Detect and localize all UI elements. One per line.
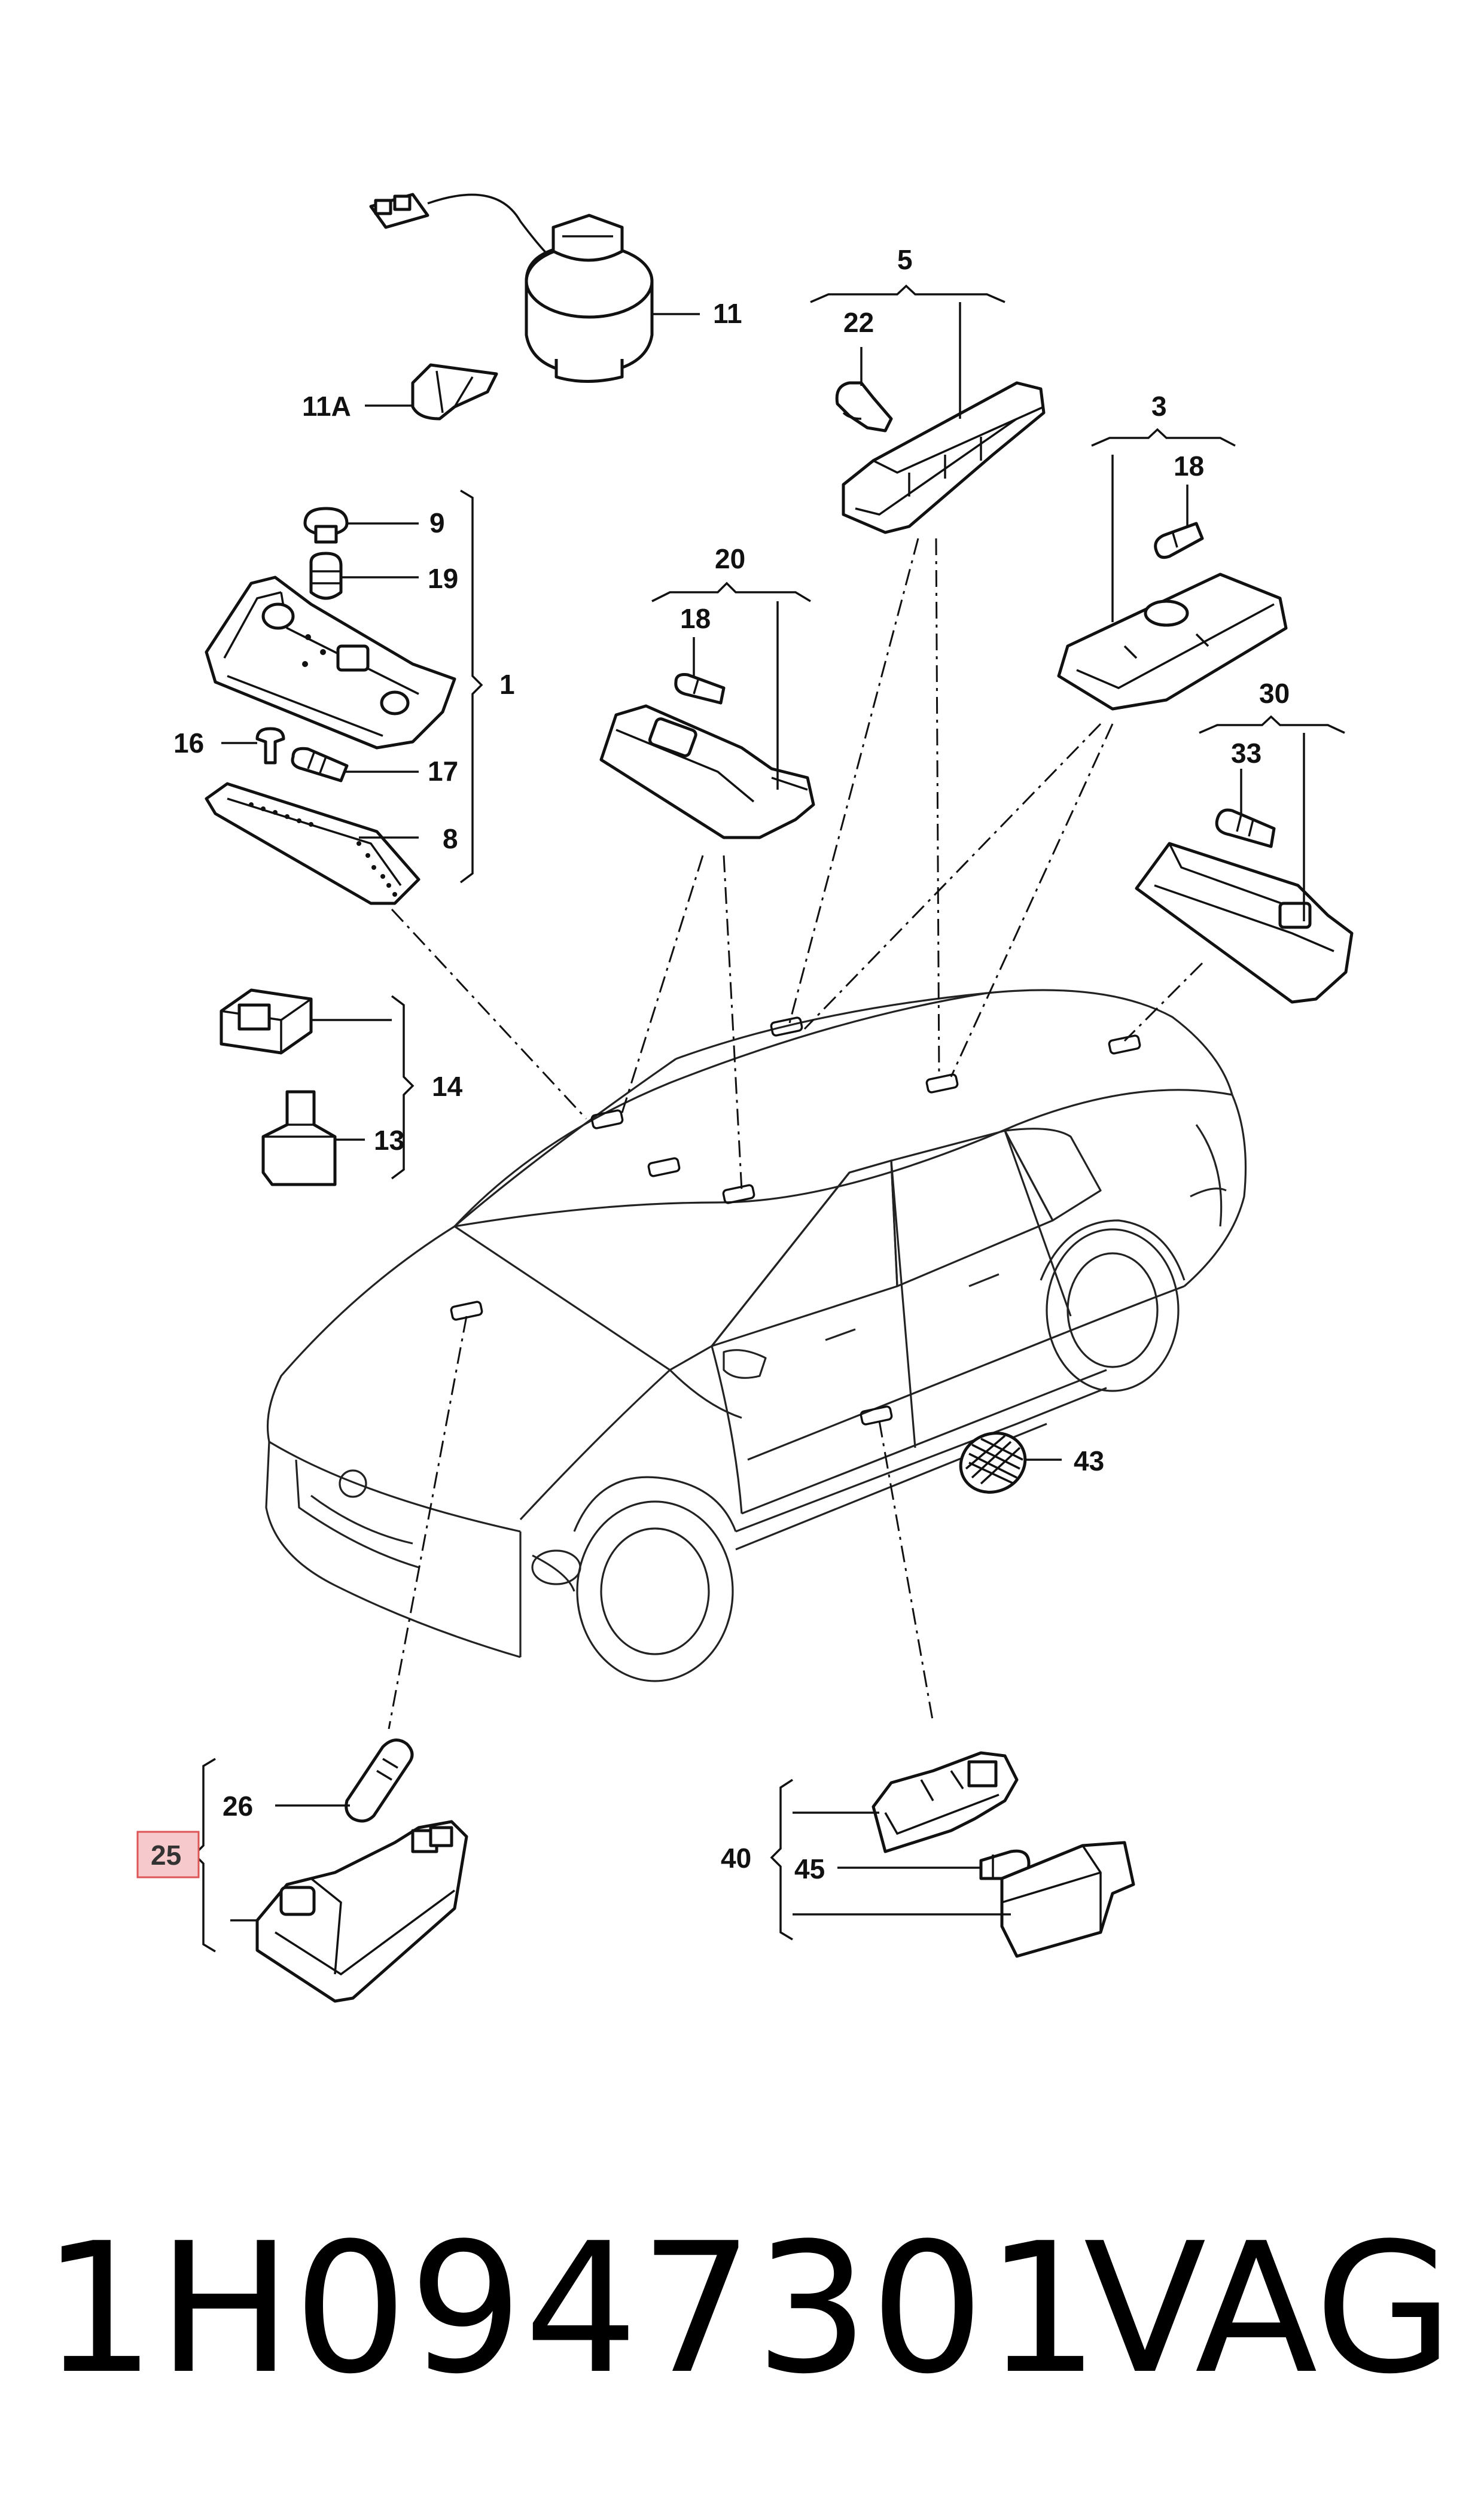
- part-1-interior-light: [205, 576, 456, 750]
- part-13-connector: [261, 1090, 337, 1186]
- callout-9: 9: [429, 507, 445, 538]
- bracket-14: [391, 995, 415, 1180]
- bracket-40: [770, 1779, 793, 1941]
- car-lamp-positions: [450, 1016, 1141, 1426]
- part-40-lamp: [871, 1751, 1019, 1853]
- callout-20: 20: [715, 543, 745, 574]
- callout-40: 40: [721, 1843, 751, 1874]
- part-14-connector: [220, 988, 313, 1055]
- bracket-1: [459, 489, 483, 884]
- bracket-20: [651, 581, 811, 602]
- part-number: 1H0947301: [42, 2205, 1101, 2413]
- part-8-lens: [205, 782, 420, 905]
- part-30-lamp: [1135, 842, 1354, 1004]
- part-11a-clip: [411, 363, 498, 421]
- footer: 1H0947301 VAG: [42, 2213, 1453, 2405]
- part-17-bulb: [291, 747, 349, 783]
- part-3-lamp: [1057, 573, 1288, 711]
- part-20-lamp: [599, 704, 815, 839]
- part-11-sensor: [369, 193, 654, 383]
- callout-13: 13: [374, 1125, 404, 1156]
- callout-18b: 18: [1174, 450, 1204, 482]
- callout-19: 19: [428, 563, 458, 594]
- callout-25: 25: [151, 1840, 181, 1871]
- callout-26: 26: [223, 1791, 253, 1822]
- brand-name: VAG: [1083, 2205, 1453, 2413]
- callout-1: 1: [499, 669, 515, 700]
- highlight-box-25: [136, 1831, 200, 1878]
- part-43-lens: [959, 1432, 1027, 1494]
- bracket-30: [1199, 715, 1345, 734]
- callout-11: 11: [713, 298, 742, 329]
- bracket-3: [1091, 428, 1236, 447]
- part-18-bulb-b: [1154, 522, 1204, 559]
- part-18-bulb-a: [674, 673, 726, 705]
- callout-5: 5: [897, 244, 913, 275]
- part-19-bulb: [309, 552, 343, 600]
- part-5-lamp-housing: [842, 381, 1046, 534]
- callout-22: 22: [843, 307, 874, 338]
- callout-3: 3: [1151, 391, 1167, 422]
- part-16-screw: [255, 727, 285, 765]
- location-leaders: [388, 538, 1203, 1730]
- part-9-screw: [303, 507, 349, 544]
- callout-16: 16: [173, 727, 204, 759]
- part-25-lamp: [255, 1820, 468, 2003]
- callout-8: 8: [443, 823, 458, 854]
- callout-30: 30: [1259, 678, 1290, 709]
- callout-14: 14: [432, 1071, 463, 1102]
- parts-diagram: 11 11A 5 22 9 19 1 16 17 8 20 18 3 18 30…: [136, 193, 1354, 2003]
- part-22-bulb: [835, 381, 893, 433]
- car-body-illustration: [265, 989, 1247, 1682]
- callout-18a: 18: [680, 603, 711, 634]
- bracket-5: [810, 284, 1005, 303]
- part-40-cover: [1000, 1841, 1135, 1958]
- part-33-bulb: [1215, 808, 1276, 848]
- callout-17: 17: [428, 756, 458, 787]
- callout-11a: 11A: [302, 391, 351, 422]
- part-26-bulb: [345, 1738, 414, 1823]
- callout-33: 33: [1231, 738, 1261, 769]
- callout-45: 45: [794, 1853, 825, 1884]
- callout-43: 43: [1074, 1445, 1104, 1476]
